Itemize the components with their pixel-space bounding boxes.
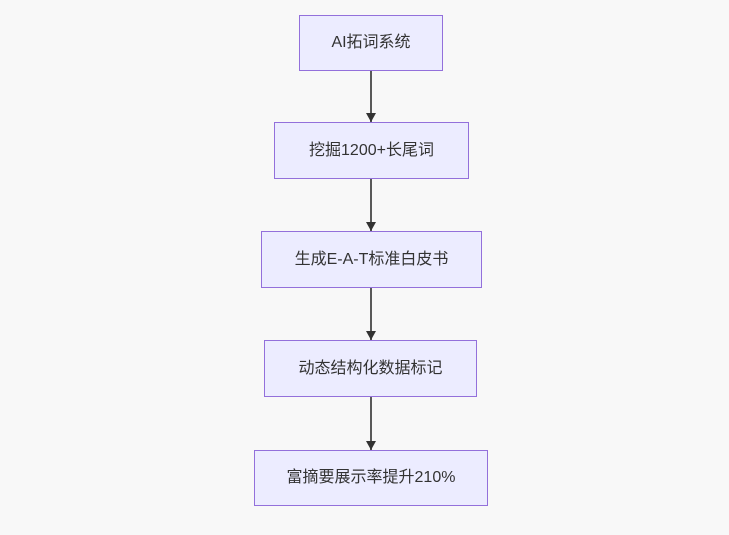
flowchart-edge-2-3 xyxy=(366,179,376,231)
node-label: 动态结构化数据标记 xyxy=(298,359,443,377)
node-label: 富摘要展示率提升210% xyxy=(286,469,456,487)
node-label: 生成E-A-T标准白皮书 xyxy=(294,250,449,268)
arrowhead-down-icon xyxy=(366,331,376,340)
flowchart-node-structured-data-markup: 动态结构化数据标记 xyxy=(264,340,477,397)
flowchart-node-rich-snippet-result: 富摘要展示率提升210% xyxy=(254,450,488,506)
arrowhead-down-icon xyxy=(366,441,376,450)
flowchart-edge-4-5 xyxy=(366,397,376,450)
flowchart-node-ai-expansion-system: AI拓词系统 xyxy=(299,15,443,71)
arrowhead-down-icon xyxy=(366,222,376,231)
flowchart-node-longtail-mining: 挖掘1200+长尾词 xyxy=(274,122,469,179)
node-label: AI拓词系统 xyxy=(331,34,411,52)
arrowhead-down-icon xyxy=(366,113,376,122)
flowchart-edge-3-4 xyxy=(366,288,376,340)
flowchart-node-eat-whitepaper: 生成E-A-T标准白皮书 xyxy=(261,231,482,288)
flowchart-edge-1-2 xyxy=(366,71,376,122)
node-label: 挖掘1200+长尾词 xyxy=(309,141,434,159)
